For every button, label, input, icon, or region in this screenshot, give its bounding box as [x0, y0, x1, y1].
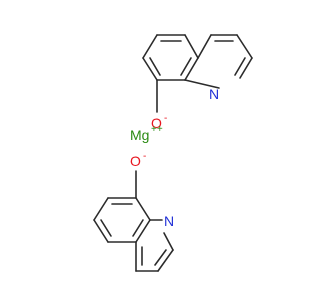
bond	[154, 249, 167, 266]
bond	[100, 219, 112, 237]
bond	[135, 219, 151, 243]
bond	[132, 219, 144, 237]
bond	[234, 57, 246, 76]
magnesium-label: Mg	[130, 127, 149, 143]
bond	[184, 34, 199, 59]
bond	[93, 219, 109, 243]
magnesium-center: Mg ++	[130, 124, 163, 143]
bond	[157, 249, 174, 272]
bond	[184, 79, 220, 89]
chemical-structure: N O - Mg ++ O -	[93, 34, 253, 272]
bond	[197, 34, 212, 59]
bond	[142, 57, 158, 81]
bottom-quinolinate: O - N	[93, 151, 174, 272]
bond	[239, 57, 253, 79]
oxygen-charge: -	[143, 151, 146, 162]
oxygen-label: O	[151, 115, 162, 131]
bond	[149, 57, 161, 76]
bond	[180, 57, 192, 76]
bond	[236, 34, 253, 59]
nitrogen-label: N	[164, 213, 174, 229]
bond	[135, 197, 151, 221]
magnesium-charge: ++	[151, 124, 163, 135]
bond	[93, 197, 109, 221]
oxygen-label: O	[130, 153, 141, 169]
bond	[142, 34, 158, 59]
nitrogen-label: N	[209, 86, 219, 102]
top-quinolinate: N O -	[142, 34, 253, 131]
bond	[184, 57, 199, 81]
structure-canvas: N O - Mg ++ O -	[93, 34, 253, 272]
bond	[163, 232, 174, 251]
oxygen-charge: -	[164, 113, 167, 124]
